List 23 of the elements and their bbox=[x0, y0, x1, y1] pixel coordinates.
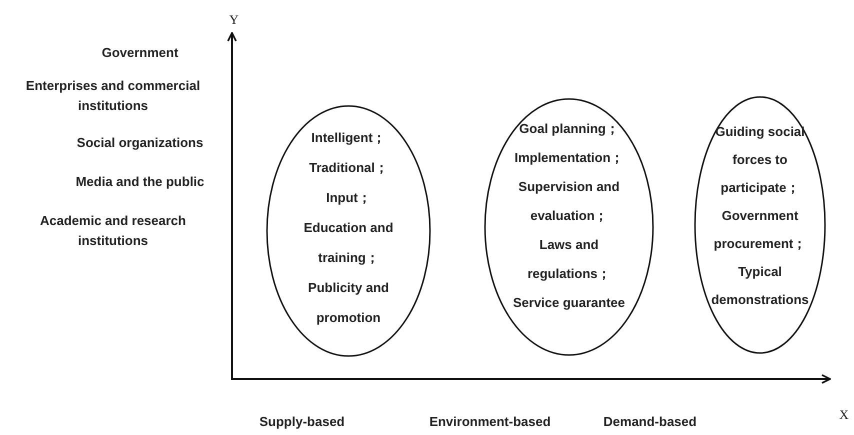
actor-label: Academic and research institutions bbox=[39, 212, 187, 250]
x-axis-label: X bbox=[838, 406, 850, 424]
policy-item: Traditional； bbox=[308, 159, 389, 177]
policy-item: Service guarantee bbox=[512, 294, 626, 312]
actor-label: Social organizations bbox=[76, 134, 204, 152]
policy-item: Implementation； bbox=[513, 149, 625, 167]
actor-label: Media and the public bbox=[74, 173, 206, 191]
policy-item: Input； bbox=[325, 189, 372, 207]
policy-item: Typical demonstrations bbox=[710, 263, 810, 309]
policy-item: Laws and regulations； bbox=[526, 236, 612, 283]
actor-label: Enterprises and commercial institutions bbox=[24, 77, 202, 115]
category-label: Environment-based bbox=[428, 413, 552, 431]
policy-item: Goal planning； bbox=[518, 120, 620, 138]
y-axis-label: Y bbox=[228, 11, 240, 29]
policy-item: Publicity and promotion bbox=[307, 279, 390, 327]
policy-item: Guiding social forces to participate； bbox=[714, 123, 806, 197]
category-label: Demand-based bbox=[602, 413, 698, 431]
policy-item: Government procurement； bbox=[712, 207, 808, 253]
category-label: Supply-based bbox=[258, 413, 346, 431]
policy-item: Education and training； bbox=[302, 219, 394, 267]
policy-item: Supervision and evaluation； bbox=[517, 178, 621, 225]
policy-item: Intelligent； bbox=[310, 129, 387, 147]
actor-label: Government bbox=[100, 44, 180, 62]
